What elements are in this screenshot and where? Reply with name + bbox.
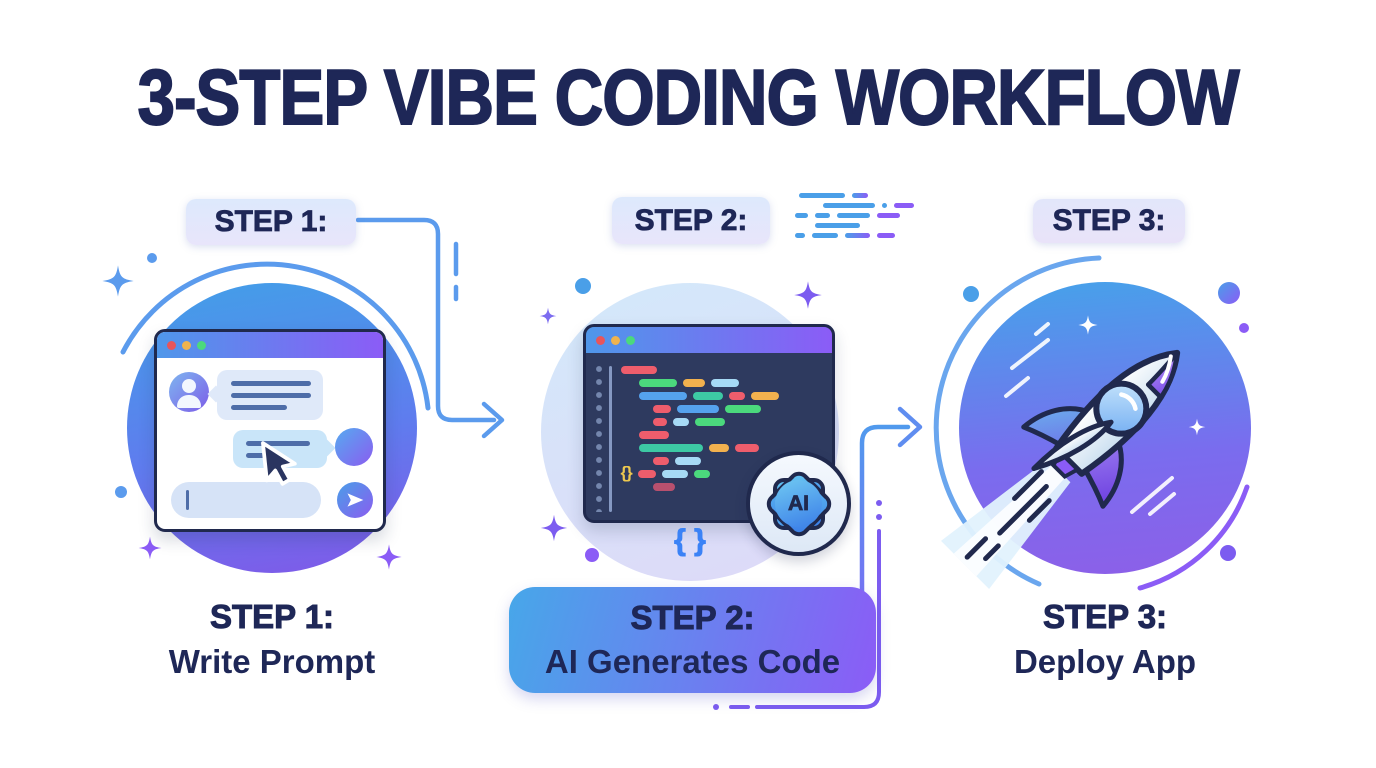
text-caret-icon bbox=[186, 490, 189, 510]
traffic-light-yellow-icon bbox=[611, 335, 620, 345]
connector2-echo-dot bbox=[713, 704, 719, 710]
decor-dot bbox=[1239, 323, 1249, 333]
paper-plane-icon bbox=[347, 493, 364, 507]
sparkle-icon bbox=[539, 307, 557, 325]
sparkle-icon bbox=[376, 544, 402, 570]
sparkle-icon bbox=[540, 514, 568, 542]
traffic-light-green-icon bbox=[197, 340, 206, 350]
code-window-titlebar bbox=[586, 327, 832, 353]
mouse-cursor-icon bbox=[261, 441, 297, 486]
step2-badge-label: STEP 2: bbox=[634, 203, 748, 237]
step1-caption-subtitle: Write Prompt bbox=[168, 643, 376, 680]
ai-gear-badge: AI bbox=[746, 451, 851, 556]
chat-window bbox=[154, 329, 386, 532]
decor-dot bbox=[1220, 545, 1236, 561]
connector2-dot bbox=[876, 500, 882, 506]
code-editor-body: {} bbox=[586, 353, 832, 520]
traffic-light-red-icon bbox=[167, 340, 176, 350]
ai-badge-label: AI bbox=[775, 480, 822, 527]
step2-caption-title: STEP 2: bbox=[630, 599, 755, 637]
connector2-arrowhead-icon bbox=[897, 406, 923, 448]
step1-badge: STEP 1: bbox=[186, 199, 356, 245]
step3-badge-label: STEP 3: bbox=[1052, 204, 1166, 238]
assistant-avatar-icon bbox=[335, 428, 373, 466]
decor-dot bbox=[115, 486, 127, 498]
step1-caption-title: STEP 1: bbox=[209, 598, 335, 636]
line-number-dots bbox=[596, 366, 602, 512]
connector1-arrowhead-icon bbox=[481, 401, 505, 439]
connector2-dot bbox=[876, 514, 882, 520]
sparkle-icon bbox=[138, 536, 162, 560]
step3-caption: STEP 3: Deploy App bbox=[945, 598, 1265, 681]
decor-dot bbox=[147, 253, 157, 263]
step2-badge: STEP 2: bbox=[612, 197, 770, 244]
decor-dot bbox=[585, 548, 599, 562]
decor-dot bbox=[963, 286, 979, 302]
step1-caption: STEP 1: Write Prompt bbox=[112, 598, 432, 681]
step3-badge: STEP 3: bbox=[1033, 199, 1185, 243]
step1-badge-label: STEP 1: bbox=[214, 205, 328, 239]
traffic-light-green-icon bbox=[626, 335, 635, 345]
chat-window-titlebar bbox=[157, 332, 383, 358]
decor-dot bbox=[575, 278, 591, 294]
step3-circle bbox=[959, 282, 1251, 574]
sparkle-icon bbox=[102, 265, 134, 297]
braces-icon: { } bbox=[674, 524, 707, 558]
sparkle-icon bbox=[794, 281, 822, 309]
step3-caption-subtitle: Deploy App bbox=[1013, 643, 1197, 680]
connector-step2-step3 bbox=[859, 424, 911, 615]
traffic-light-red-icon bbox=[596, 335, 605, 345]
prompt-input-illustration bbox=[171, 482, 321, 518]
step3-caption-title: STEP 3: bbox=[1042, 598, 1168, 636]
decor-dot bbox=[1218, 282, 1240, 304]
send-button-icon bbox=[337, 482, 373, 518]
page-title-text: 3-STEP VIBE CODING WORKFLOW bbox=[137, 52, 1241, 142]
step2-caption-card: STEP 2: AI Generates Code bbox=[509, 587, 876, 693]
gutter-divider bbox=[609, 366, 612, 512]
traffic-light-yellow-icon bbox=[182, 340, 191, 350]
page-title: 3-STEP VIBE CODING WORKFLOW bbox=[0, 52, 1376, 143]
chat-bubble-incoming bbox=[217, 370, 323, 420]
user-avatar-icon bbox=[169, 372, 209, 412]
step2-caption-subtitle: AI Generates Code bbox=[544, 643, 841, 680]
dash-decoration bbox=[793, 193, 933, 243]
code-lines: {} bbox=[620, 366, 825, 512]
